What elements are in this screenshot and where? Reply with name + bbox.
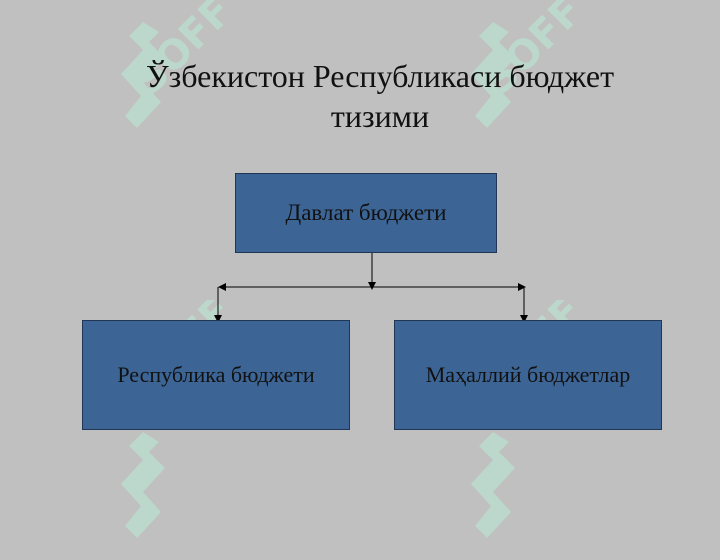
state-budget-label: Давлат бюджети [285,200,447,225]
republic-budget-box: Республика бюджети [82,320,350,430]
diagram-connectors [214,252,528,323]
slide-title: Ўзбекистон Республикаси бюджет тизими [60,56,700,136]
title-line-1: Ўзбекистон Республикаси бюджет [145,58,615,94]
soff-watermark-logo [471,432,515,538]
soff-watermark-logo: SOFF [121,0,242,128]
soff-watermark-logo: SOFF [471,0,592,128]
republic-budget-label: Республика бюджети [117,362,315,387]
local-budgets-label: Маҳаллий бюджетлар [425,362,631,387]
state-budget-box: Давлат бюджети [235,173,497,253]
local-budgets-box: Маҳаллий бюджетлар [394,320,662,430]
title-line-2: тизими [330,98,430,134]
soff-watermark-logo [121,432,165,538]
